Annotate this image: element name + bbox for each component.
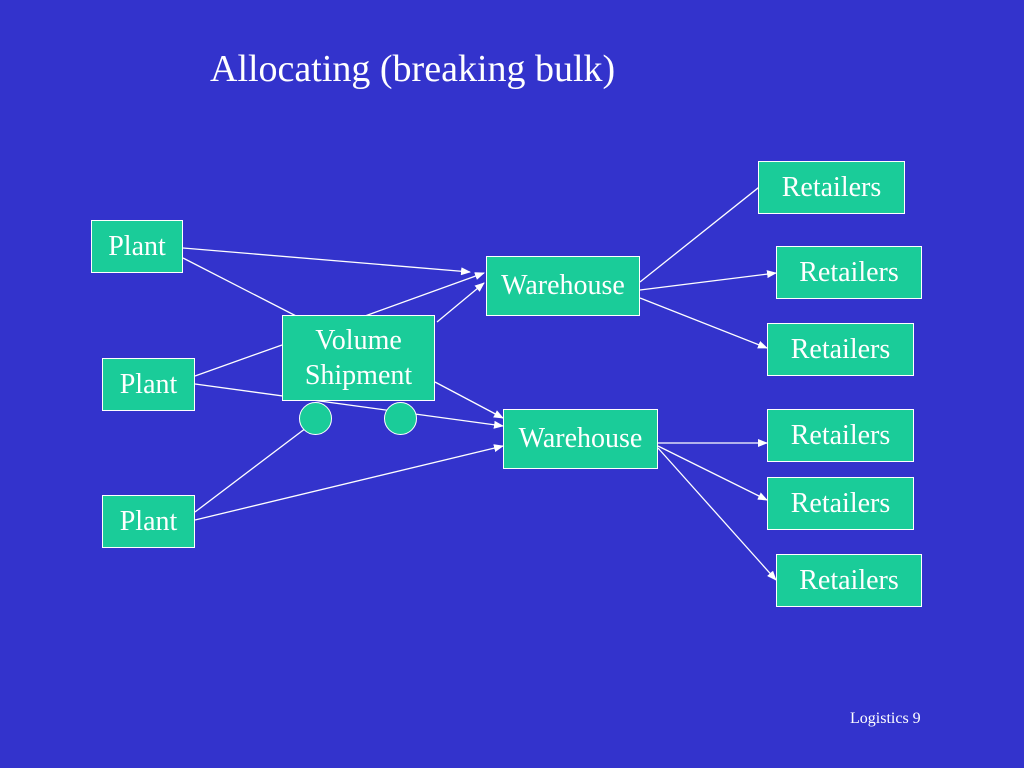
volume-label-line1: Volume <box>315 325 402 356</box>
retailers-node-2: Retailers <box>776 246 922 299</box>
plant-node-2: Plant <box>102 358 195 411</box>
volume-label-line2: Shipment <box>304 360 413 391</box>
arrow-warehouse1-retailers2 <box>639 270 777 291</box>
plant-node-3: Plant <box>102 495 195 548</box>
arrow-volume-warehouse1-b <box>436 282 485 323</box>
slide-title: Allocating (breaking bulk) <box>210 48 616 90</box>
arrow-warehouse1-retailers3 <box>639 297 768 349</box>
slide-footer: Logistics 9 <box>850 710 921 727</box>
arrow-plant1-warehouse1 <box>182 247 471 276</box>
truck-wheel-right <box>384 402 417 435</box>
plant-node-1: Plant <box>91 220 183 273</box>
warehouse-node-2: Warehouse <box>503 409 658 469</box>
arrow-volume-warehouse2 <box>434 381 504 419</box>
line-plant1-volume <box>182 257 301 319</box>
arrow-warehouse1-retailers1 <box>639 179 769 283</box>
arrow-warehouse2-retailers5 <box>657 445 768 501</box>
truck-wheel-left <box>299 402 332 435</box>
retailers-node-4: Retailers <box>767 409 914 462</box>
line-plant3-wheel <box>194 427 307 513</box>
arrow-warehouse2-retailers6 <box>657 447 777 581</box>
volume-shipment-node: Volume Shipment <box>282 315 435 401</box>
retailers-node-6: Retailers <box>776 554 922 607</box>
warehouse-node-1: Warehouse <box>486 256 640 316</box>
arrow-volume-warehouse1-a <box>364 272 485 317</box>
retailers-node-5: Retailers <box>767 477 914 530</box>
retailers-node-1: Retailers <box>758 161 905 214</box>
arrow-plant2-warehouse2 <box>194 383 504 429</box>
line-plant2-volume <box>194 344 283 377</box>
retailers-node-3: Retailers <box>767 323 914 376</box>
arrow-plant3-warehouse2 <box>194 444 504 521</box>
